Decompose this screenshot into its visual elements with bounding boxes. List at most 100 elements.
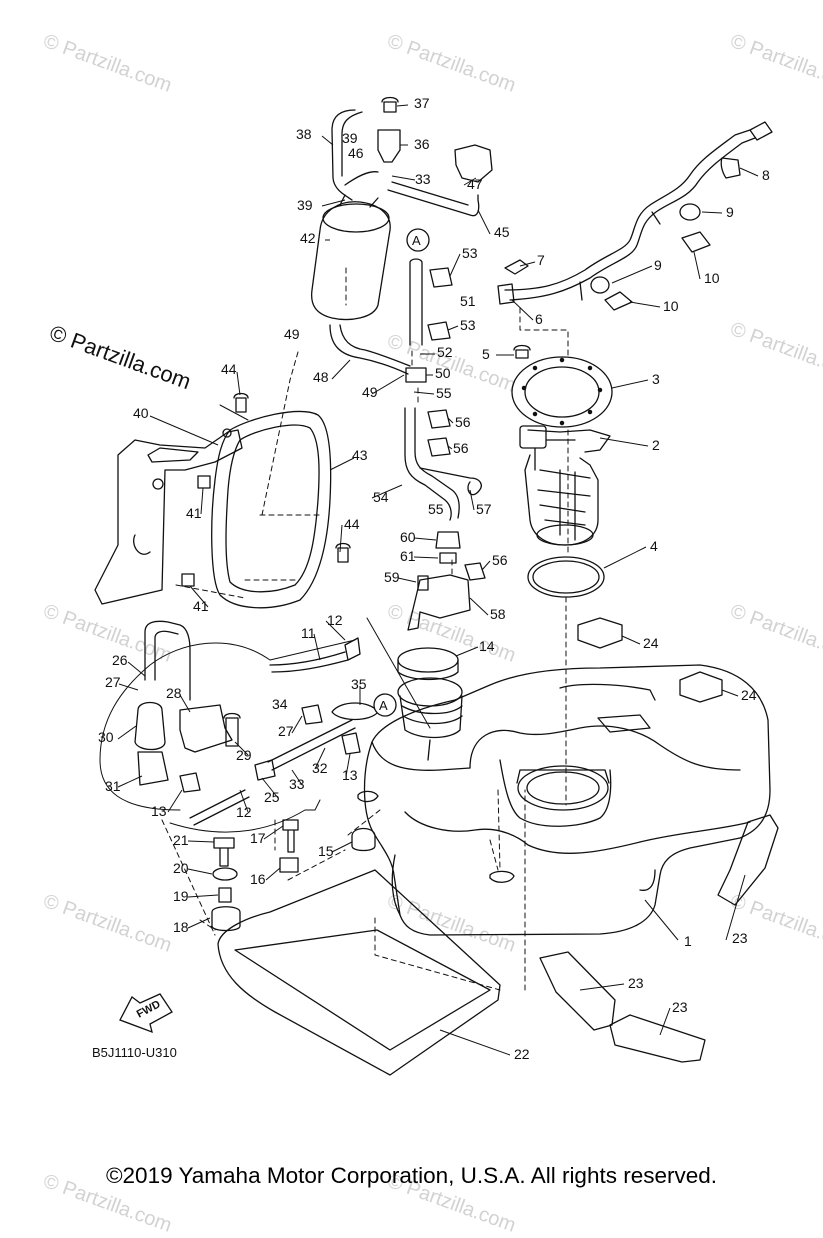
fuel-pump [519,425,611,546]
callout: 56 [455,414,471,430]
damper-31 [137,751,169,786]
cover-43 [211,410,332,609]
clamp-56b [427,437,451,457]
callout: 38 [296,126,312,142]
washer-20 [212,867,238,881]
callout: 43 [352,447,368,463]
callout: 20 [173,860,189,876]
collar-19 [218,887,232,903]
callout: 13 [151,803,167,819]
hose-54 [404,407,460,521]
reference-marker-a [373,228,430,717]
bolt-41-lower [181,573,195,587]
bolt-29 [223,712,241,747]
callout: 3 [652,371,660,387]
callout: 8 [762,167,770,183]
hose-12-lower [189,789,250,826]
callout: 22 [514,1046,530,1062]
bolt-44-lower [335,542,351,563]
check-valve-50 [405,367,427,383]
callout: 57 [476,501,492,517]
callout: 59 [384,569,400,585]
sensor-47 [454,144,493,183]
callout: 35 [351,676,367,692]
pump-bolt [513,344,531,359]
vent-hose-11 [269,651,349,673]
callout: 30 [98,729,114,745]
callout: 44 [344,516,360,532]
fwd-label: FWD [135,998,163,1020]
callout: 52 [437,344,453,360]
hose-46 [344,171,379,186]
callout: 10 [663,298,679,314]
clamp-53b [427,321,451,341]
vent-hose-51 [409,258,423,346]
callout: 33 [289,776,305,792]
callout: 61 [400,548,416,564]
vent-hose-26 [144,620,191,701]
clamp-53a [429,267,453,288]
callout: 56 [453,440,469,456]
hose-clip-7 [504,259,529,275]
callout: 27 [105,674,121,690]
circle-ref-a-upper: A [412,233,421,248]
callout: 60 [400,529,416,545]
callout: 36 [414,136,430,152]
callout: 34 [272,696,288,712]
callout: 33 [415,171,431,187]
callout: 58 [490,606,506,622]
canister-hose-38 [331,109,356,201]
callout: 53 [462,245,478,261]
damper-30 [134,701,166,751]
damper-15 [351,827,376,852]
callout: 56 [492,552,508,568]
pad-23-bottom-b [609,1014,706,1063]
callout: 54 [373,489,389,505]
callout: 6 [535,311,543,327]
callout: 15 [318,843,334,859]
fwd-arrow-icon [119,993,173,1034]
bracket-10-upper [681,231,711,253]
grommet-9-upper [679,203,701,221]
side-bracket-40 [94,428,243,605]
pump-gasket-ring [511,356,613,428]
plate-22 [217,869,501,1076]
callout: 39 [297,197,313,213]
callout: 40 [133,405,149,421]
callout: 42 [300,230,316,246]
callout: 28 [166,685,182,701]
callout: 14 [479,638,495,654]
pad-23-right [717,814,779,906]
copyright-notice: ©2019 Yamaha Motor Corporation, U.S.A. A… [105,1163,718,1188]
callout: 10 [704,270,720,286]
callout: 23 [628,975,644,991]
callout: 50 [435,365,451,381]
callout: 12 [236,804,252,820]
callout: 5 [482,346,490,362]
callout: 4 [650,538,658,554]
fuel-tank [357,664,771,936]
bolt-41-upper [197,475,211,489]
collar-16 [279,857,299,873]
grommet-61 [439,552,457,564]
plate-22-inner [234,929,491,1051]
callout: 11 [301,625,316,641]
bracket-28 [179,704,233,753]
clamp-56a [427,409,451,429]
circle-ref-a-lower: A [379,698,388,713]
bracket-58 [407,574,471,631]
canister-hose-38b [341,111,363,177]
callout: 53 [460,317,476,333]
callout: 27 [278,723,294,739]
bolt-21 [213,837,235,867]
callout: 39 [342,130,358,146]
breather-32 [267,719,356,771]
hose-45 [387,181,480,217]
callout: 48 [313,369,329,385]
callout: 13 [342,767,358,783]
clamp-56c [464,562,486,581]
callout: 23 [672,999,688,1015]
callout: 12 [327,612,343,628]
callout: 21 [173,832,189,848]
charcoal-canister [310,194,391,321]
